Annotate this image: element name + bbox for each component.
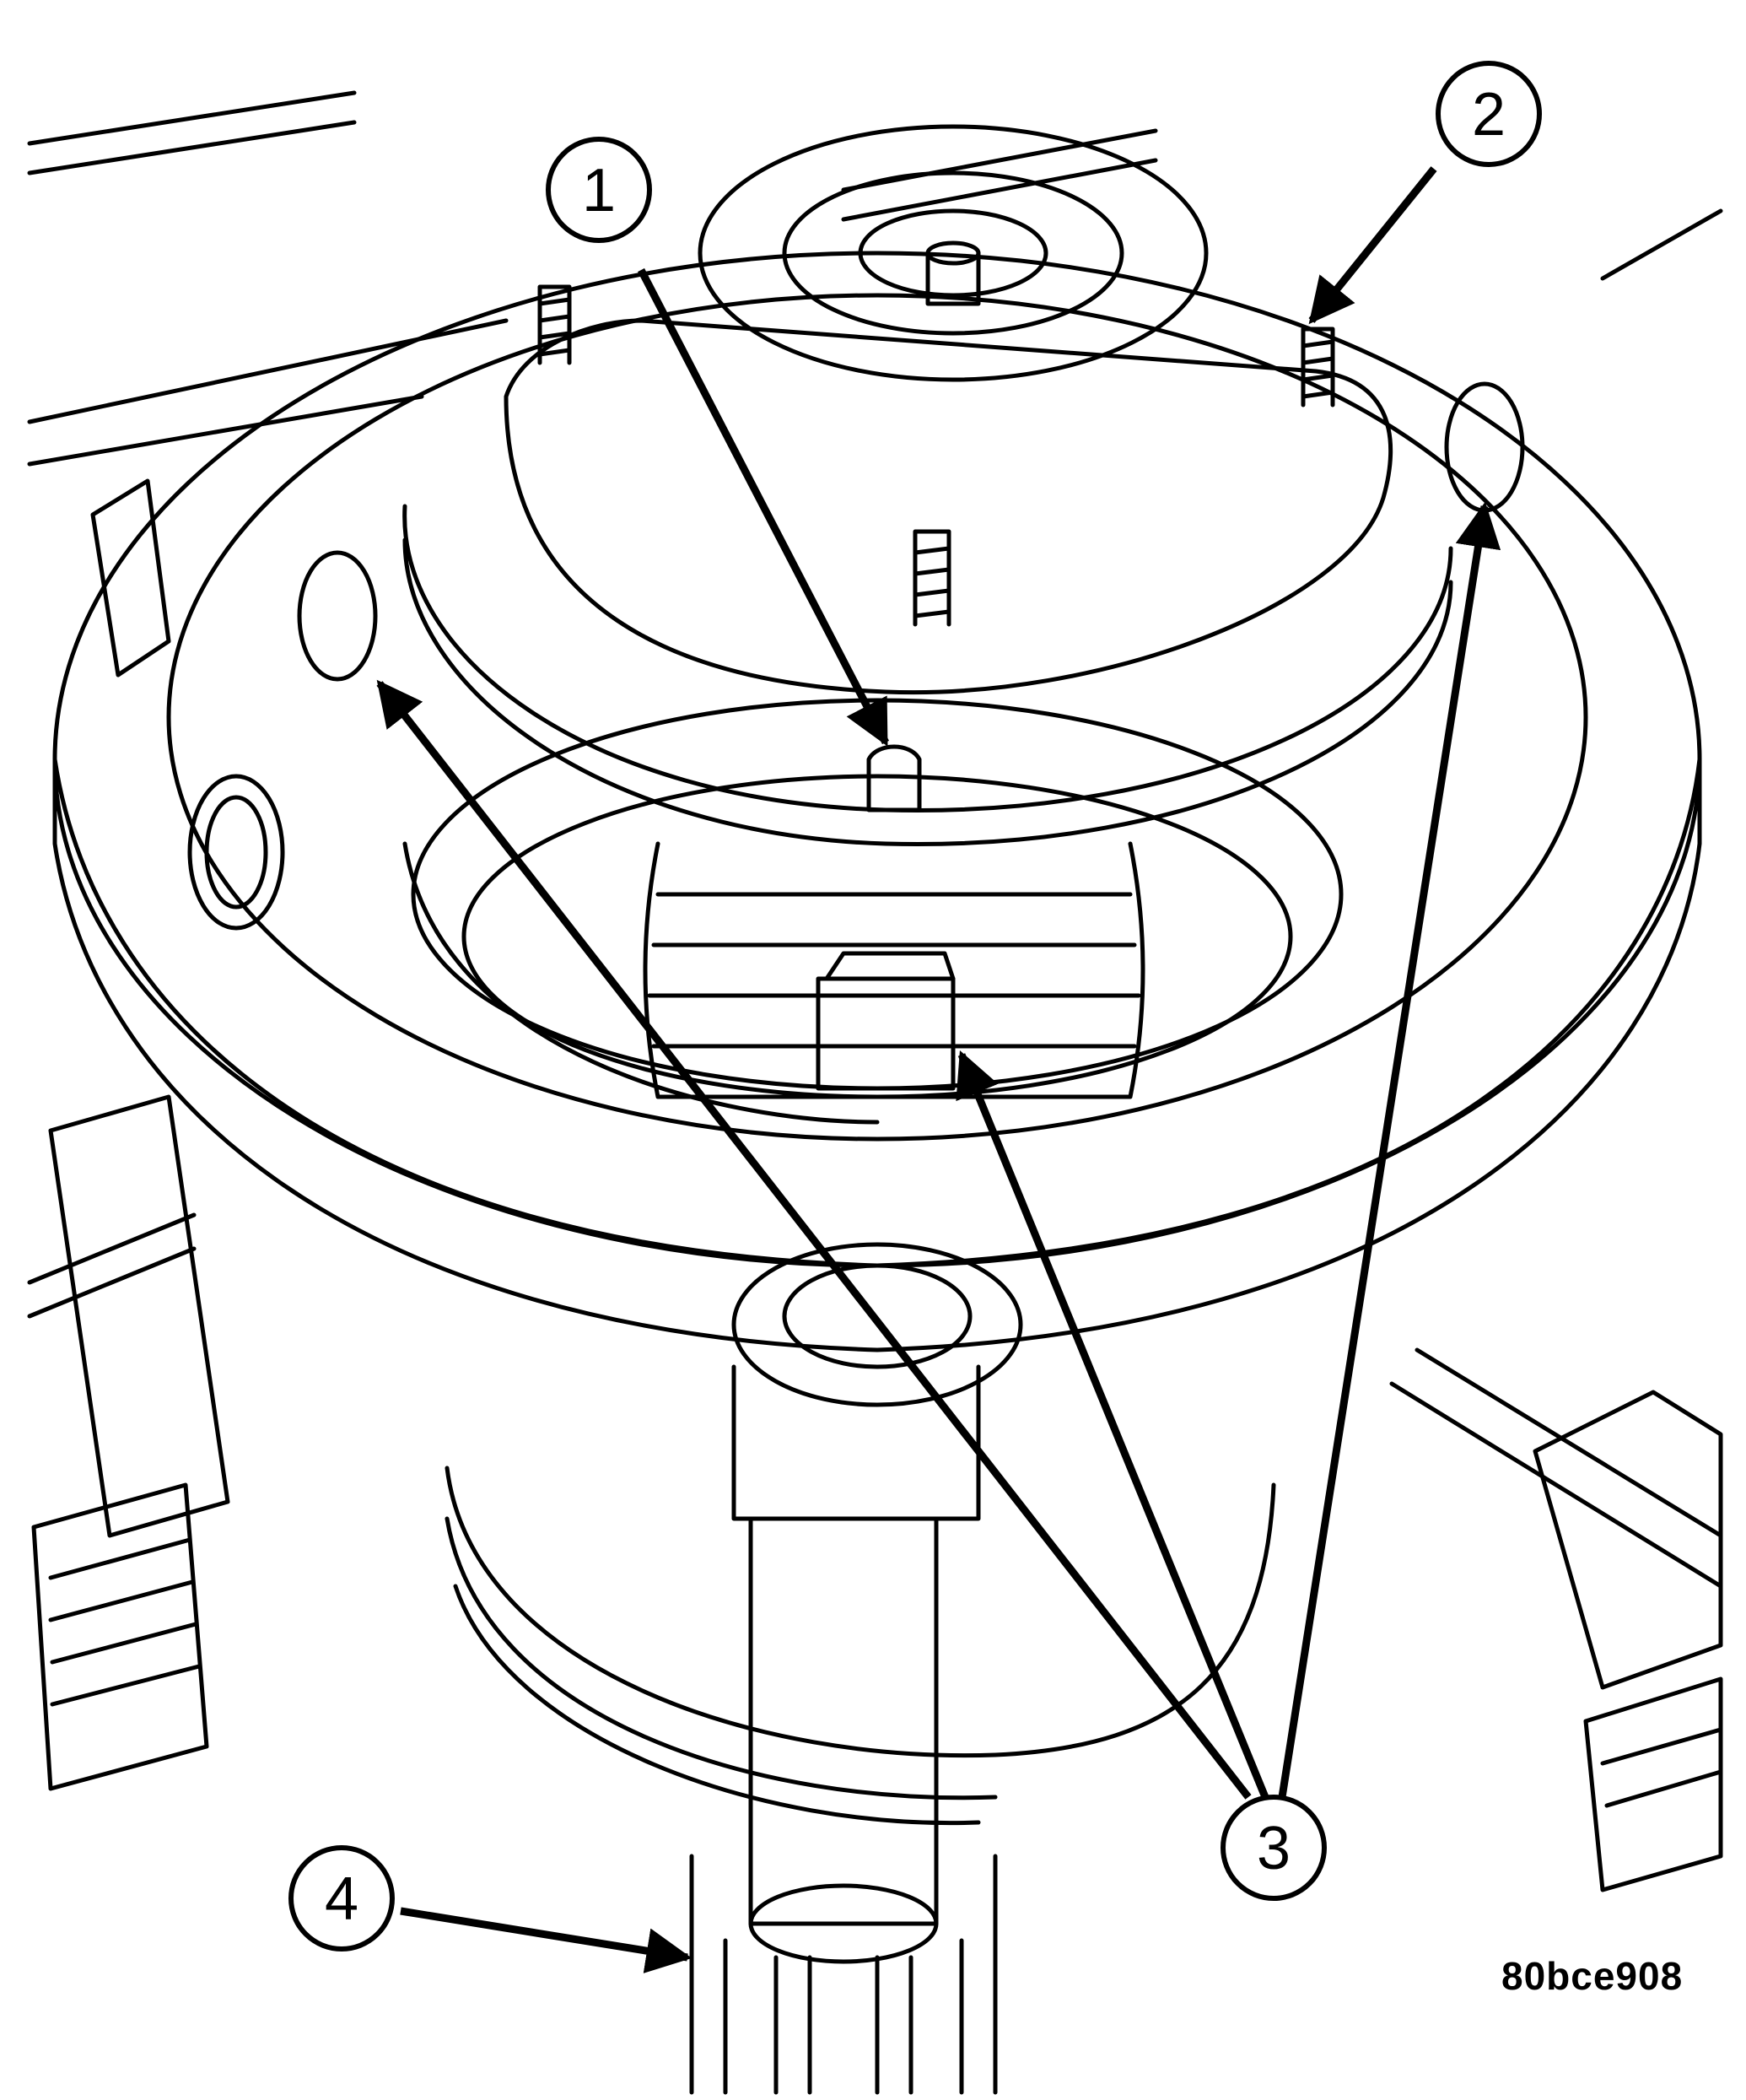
line-art [27,90,1723,2095]
mount-studs [537,284,1335,627]
compressor-ring [52,251,1702,1352]
callout-1-number: 1 [582,157,616,224]
callout-2: 2 [1436,61,1542,167]
callout-3-number: 3 [1257,1815,1291,1882]
arrow-callout-1 [638,267,889,747]
arrow-callout-4 [400,1907,692,1973]
frame-rails [27,90,1723,1589]
right-clamp [1533,1390,1723,1892]
seat-notch [866,744,922,812]
arrow-callout-3a [376,679,1252,1800]
arrow-callout-3b [956,1050,1269,1799]
arrow-callout-3c [1278,501,1501,1798]
ring-bolt-holes [187,381,1525,1407]
left-clamp [31,478,230,1791]
upper-mount [402,124,1453,847]
coil-spring [402,698,1344,1826]
callout-1: 1 [546,137,652,243]
strut-body [643,841,1145,1099]
ram-shaft [689,1364,998,2095]
leader-arrows [376,166,1501,1973]
callout-2-number: 2 [1472,81,1506,148]
arrow-callout-2 [1308,166,1437,325]
callout-4-number: 4 [325,1865,358,1933]
callout-3: 3 [1221,1795,1327,1901]
callout-4: 4 [288,1845,395,1952]
figure-id-label: 80bce908 [1501,1954,1684,1998]
